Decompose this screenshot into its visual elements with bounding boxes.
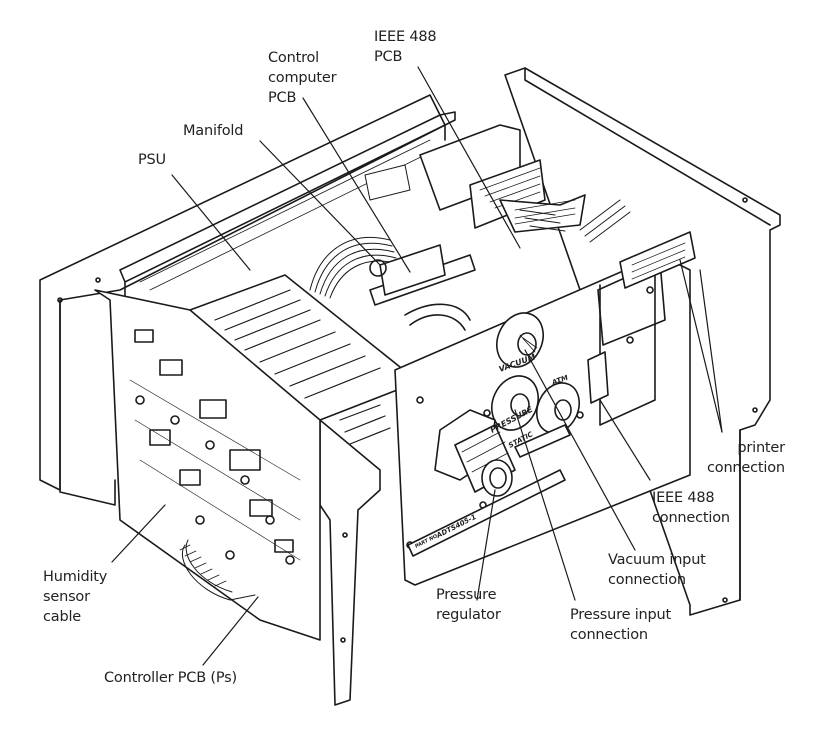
pressure-regulator-knob [434, 409, 516, 497]
ieee-488-connector [587, 351, 609, 404]
leader-manifold [259, 140, 381, 266]
leader-pressure-input [514, 409, 576, 601]
label-vacuum-input-connection: Vacuum input connection [608, 552, 706, 588]
leader-ieee-pcb [417, 66, 521, 249]
top-rail [119, 114, 446, 301]
label-control-computer-pcb: Control computer PCB [268, 50, 337, 106]
leader-ieee-conn [599, 399, 651, 481]
leader-lines [111, 66, 723, 666]
leader-printer-a [679, 259, 723, 433]
label-psu: PSU [138, 152, 166, 168]
leader-humidity [111, 504, 166, 563]
controller-pcb [94, 289, 321, 641]
label-ieee-488-pcb: IEEE 488 PCB [374, 29, 437, 65]
label-controller-pcb: Controller PCB (Ps) [104, 670, 237, 686]
leader-regulator [476, 489, 496, 601]
vacuum-fitting [496, 312, 544, 368]
label-manifold: Manifold [183, 123, 244, 139]
humidity-sensor-cable [179, 539, 256, 601]
ribbon-cables [309, 164, 631, 299]
atm-fitting [536, 382, 580, 434]
printer-connector [619, 231, 696, 289]
label-pressure-input-connection: Pressure input connection [570, 607, 672, 643]
label-printer-connection: printer connection [707, 440, 785, 476]
label-pressure-regulator: Pressure regulator [436, 587, 501, 623]
leader-psu [171, 174, 251, 271]
label-humidity-sensor-cable: Humidity sensor cable [43, 569, 108, 625]
leader-controller [202, 596, 259, 666]
manifold [369, 244, 476, 331]
part-number-plate [407, 424, 571, 557]
leader-control-pcb [302, 97, 411, 273]
leader-vacuum [524, 349, 636, 551]
front-handle-left [319, 419, 381, 706]
leader-printer-b [699, 269, 723, 433]
label-ieee-488-connection: IEEE 488 connection [652, 490, 730, 526]
